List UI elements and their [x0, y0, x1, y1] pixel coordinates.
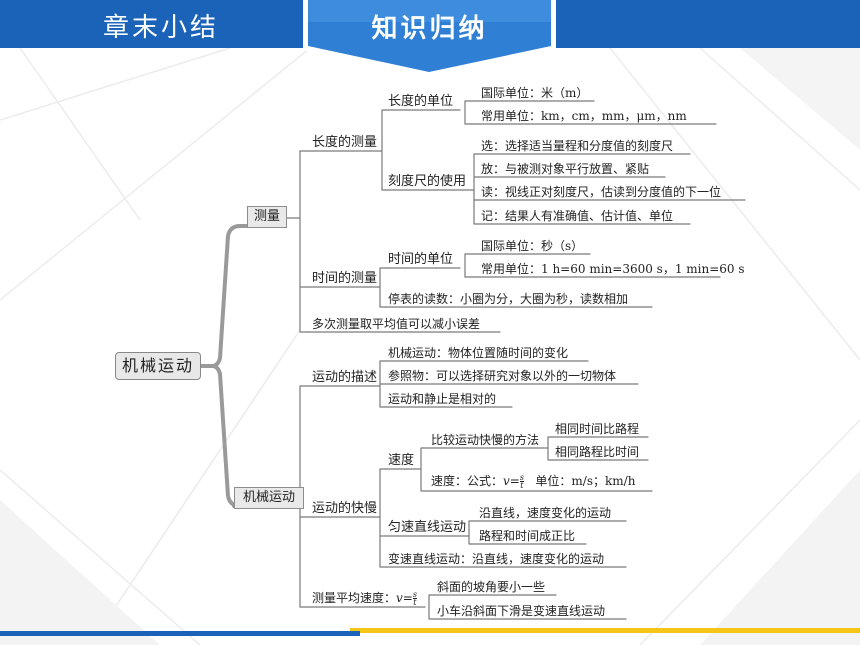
stopwatch-reading: 停表的读数：小圈为分，大圈为秒，读数相加 [388, 292, 629, 306]
footer-accent-blue [0, 631, 360, 636]
uniform-motion-item: 沿直线，速度变化的运动 [479, 506, 612, 520]
average-speed-item: 斜面的坡角要小一些 [437, 580, 546, 594]
motion-speed-label: 运动的快慢 [312, 501, 378, 516]
length-unit-item: 国际单位：米（m） [481, 86, 589, 100]
length-measure-label: 长度的测量 [312, 135, 378, 150]
measure-node: 测量 [247, 206, 287, 228]
ruler-usage-label: 刻度尺的使用 [388, 174, 467, 189]
time-unit-label: 时间的单位 [388, 252, 454, 267]
motion-description-item: 机械运动：物体位置随时间的变化 [388, 346, 569, 360]
root-node: 机械运动 [115, 352, 201, 380]
uniform-motion-item: 路程和时间成正比 [479, 529, 576, 543]
length-unit-item: 常用单位：km，cm，mm，μm，nm [481, 109, 687, 123]
footer-accent-yellow [350, 628, 860, 633]
time-unit-item: 常用单位：1 h=60 min=3600 s，1 min=60 s [481, 262, 745, 276]
motion-node: 机械运动 [234, 487, 304, 509]
compare-methods-label: 比较运动快慢的方法 [431, 433, 540, 447]
compare-method-item: 相同路程比时间 [555, 445, 640, 459]
uniform-motion-label: 匀速直线运动 [388, 520, 467, 535]
ruler-usage-item: 读：视线正对刻度尺，估读到分度值的下一位 [481, 185, 722, 199]
chapter-title: 章末小结 [103, 13, 220, 43]
time-unit-item: 国际单位：秒（s） [481, 239, 584, 253]
motion-description-label: 运动的描述 [312, 370, 378, 385]
compare-method-item: 相同时间比路程 [555, 422, 640, 436]
ruler-usage-item: 放：与被测对象平行放置、紧贴 [481, 162, 650, 176]
section-badge [303, 0, 556, 78]
ruler-usage-item: 记：结果人有准确值、估计值、单位 [481, 209, 674, 223]
average-speed-item: 小车沿斜面下滑是变速直线运动 [437, 604, 606, 618]
motion-description-item: 参照物：可以选择研究对象以外的一切物体 [388, 369, 617, 383]
speed-label: 速度 [388, 453, 415, 468]
length-unit-label: 长度的单位 [388, 94, 454, 109]
variable-motion: 变速直线运动：沿直线，速度变化的运动 [388, 552, 605, 566]
motion-description-item: 运动和静止是相对的 [388, 392, 497, 406]
ruler-usage-item: 选：选择适当量程和分度值的刻度尺 [481, 139, 674, 153]
average-error-note: 多次测量取平均值可以减小误差 [312, 317, 481, 331]
section-badge-label: 知识归纳 [371, 14, 488, 44]
time-measure-label: 时间的测量 [312, 271, 378, 286]
